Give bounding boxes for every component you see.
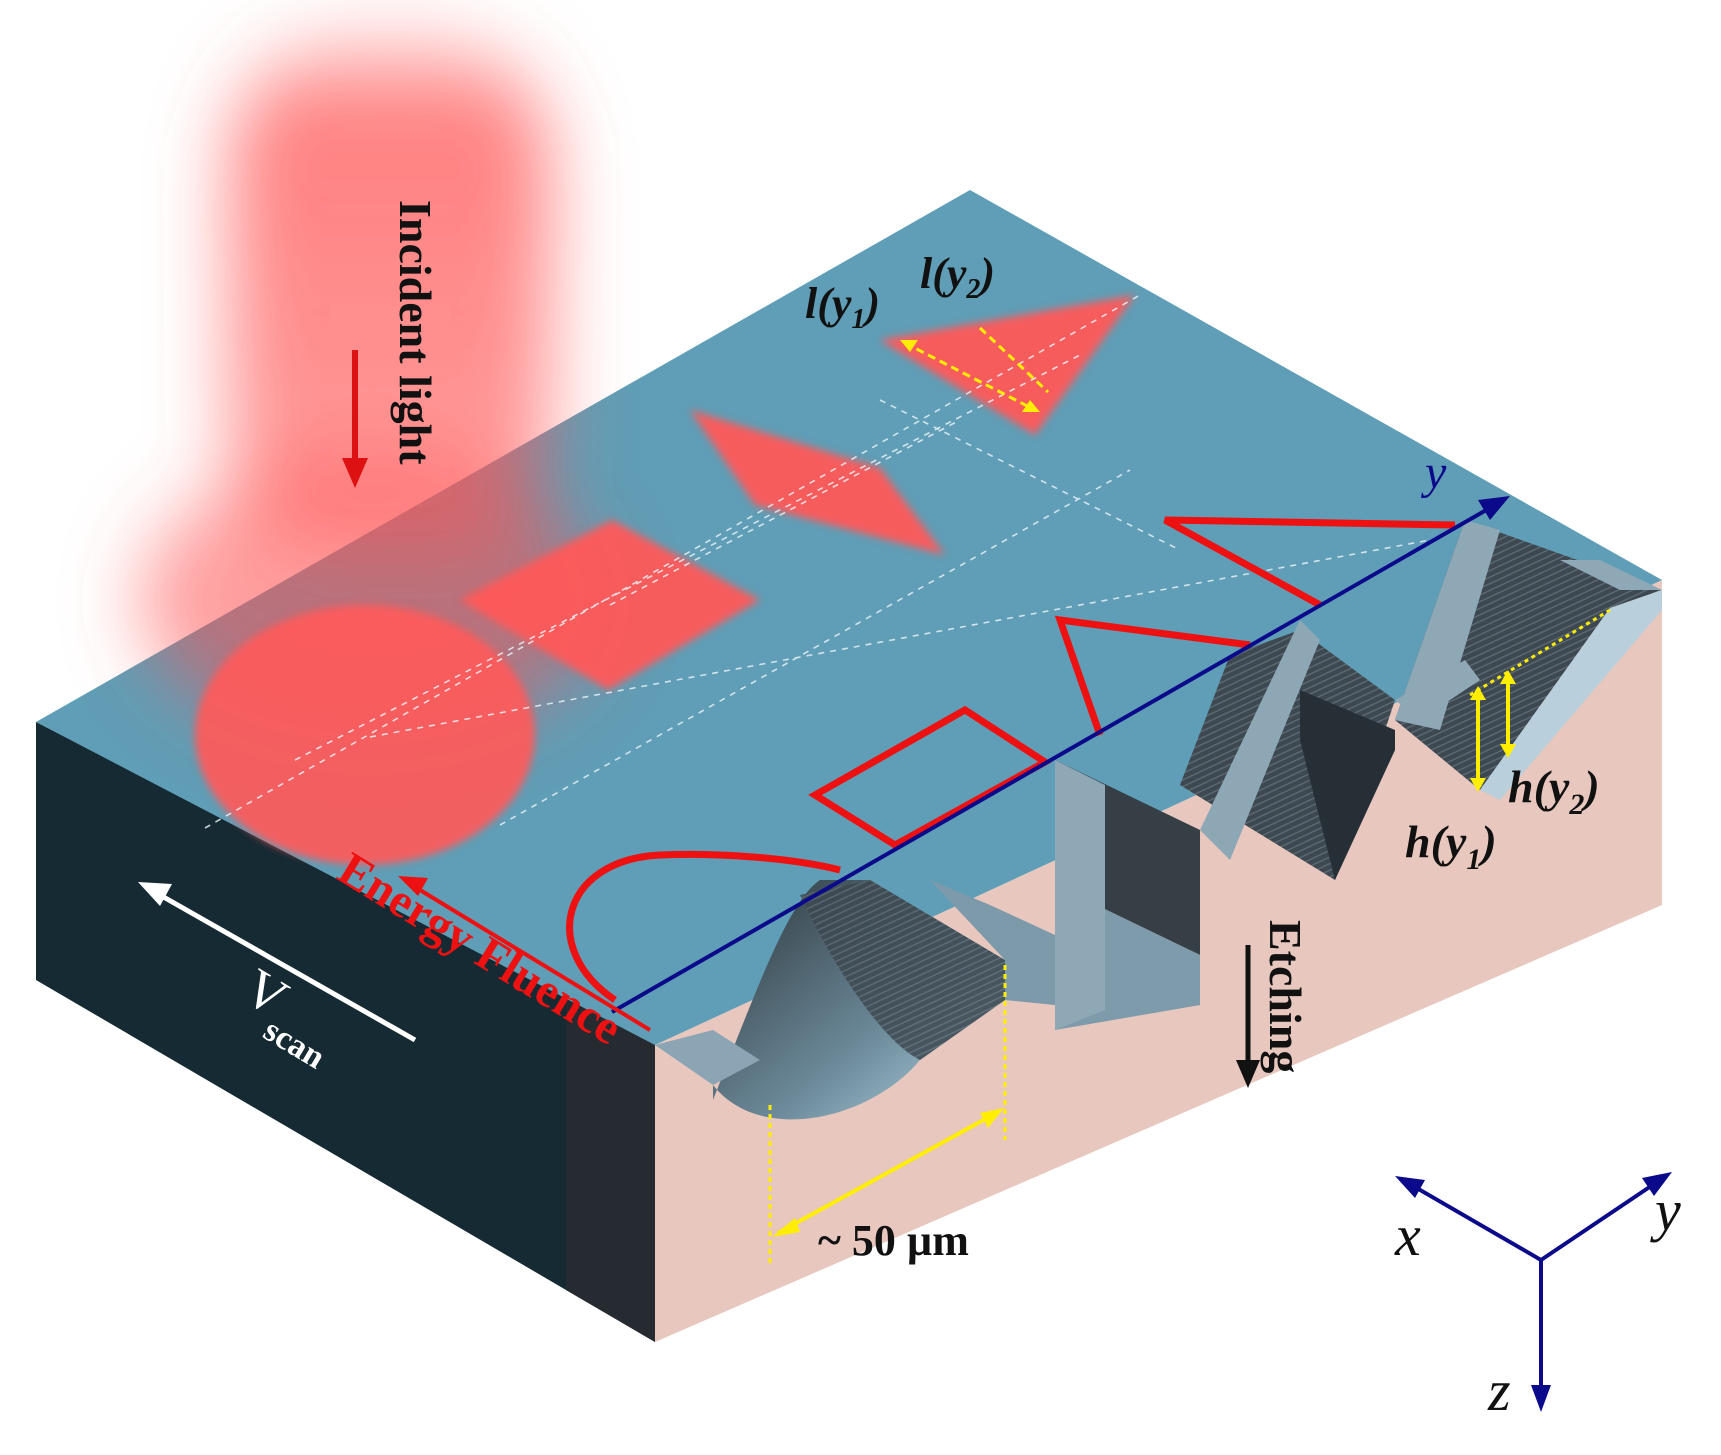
h-dimensions	[1476, 683, 1510, 780]
mask-triangle	[880, 295, 1135, 435]
energy-arrow-line	[418, 888, 652, 1032]
etching-arrow-head	[1236, 1060, 1260, 1088]
h-arrowhead-1	[1470, 686, 1486, 700]
vscan-arrow-line	[158, 892, 417, 1043]
h-y1-label: h(y1)	[1405, 816, 1497, 876]
halfpipe-stripes	[800, 880, 1005, 1060]
incident-light-label: Incident light	[390, 200, 441, 465]
etching-label: Etching	[1260, 920, 1311, 1073]
block-y-axis-head	[1478, 496, 1510, 520]
l-dimensions	[904, 326, 1050, 412]
axis-x-head	[1395, 1176, 1425, 1198]
groove-wall-a	[930, 880, 1055, 1005]
block-y-label: y	[1420, 446, 1447, 499]
h-y2-label: h(y2)	[1508, 761, 1600, 821]
coordinate-axes	[1406, 1178, 1662, 1392]
incident-arrow-head	[342, 458, 368, 488]
step-top-2	[1560, 560, 1662, 590]
v-groove-inner	[1300, 690, 1395, 880]
outline-triangle-large	[1163, 516, 1456, 609]
h-arrowhead-4	[1500, 744, 1516, 758]
l-arrowhead-2	[1022, 400, 1040, 412]
outline-shapes	[566, 516, 1456, 1003]
outline-semicircle	[566, 850, 841, 1003]
l-y1-label: l(y1)	[805, 279, 880, 335]
l-y2-label: l(y2)	[920, 249, 995, 305]
mask-rhombus	[690, 410, 945, 555]
scan-guides	[204, 294, 1431, 829]
axis-z-head	[1531, 1385, 1551, 1412]
halfpipe-rim-left	[655, 1030, 760, 1085]
square-groove-side	[1055, 760, 1105, 1030]
energy-arrow-head	[398, 876, 428, 896]
left-face	[36, 722, 655, 1342]
axis-y-head	[1642, 1172, 1672, 1196]
h-arrowhead-3	[1500, 670, 1516, 684]
h-guide-dotted	[1469, 608, 1611, 697]
mask-circle	[195, 605, 535, 865]
left-face-darkstrip	[566, 992, 655, 1342]
axis-z-label: z	[1487, 1358, 1511, 1423]
vscan-arrow-head	[138, 882, 172, 906]
l-arrowhead-1	[900, 340, 918, 352]
tri-groove-right	[1480, 590, 1662, 800]
width-dimension	[768, 965, 1007, 1265]
outline-triangle-small	[1054, 615, 1251, 737]
h-arrowhead-2	[1470, 778, 1486, 792]
block-y-axis	[611, 503, 1496, 1014]
v-groove-rim	[1200, 620, 1320, 860]
width-label: ~ 50 µm	[818, 1216, 969, 1265]
tri-groove-wall	[1395, 520, 1500, 730]
step-top-1	[1395, 660, 1480, 720]
axis-y-label: y	[1650, 1178, 1681, 1243]
axis-x-label: x	[1394, 1203, 1421, 1268]
